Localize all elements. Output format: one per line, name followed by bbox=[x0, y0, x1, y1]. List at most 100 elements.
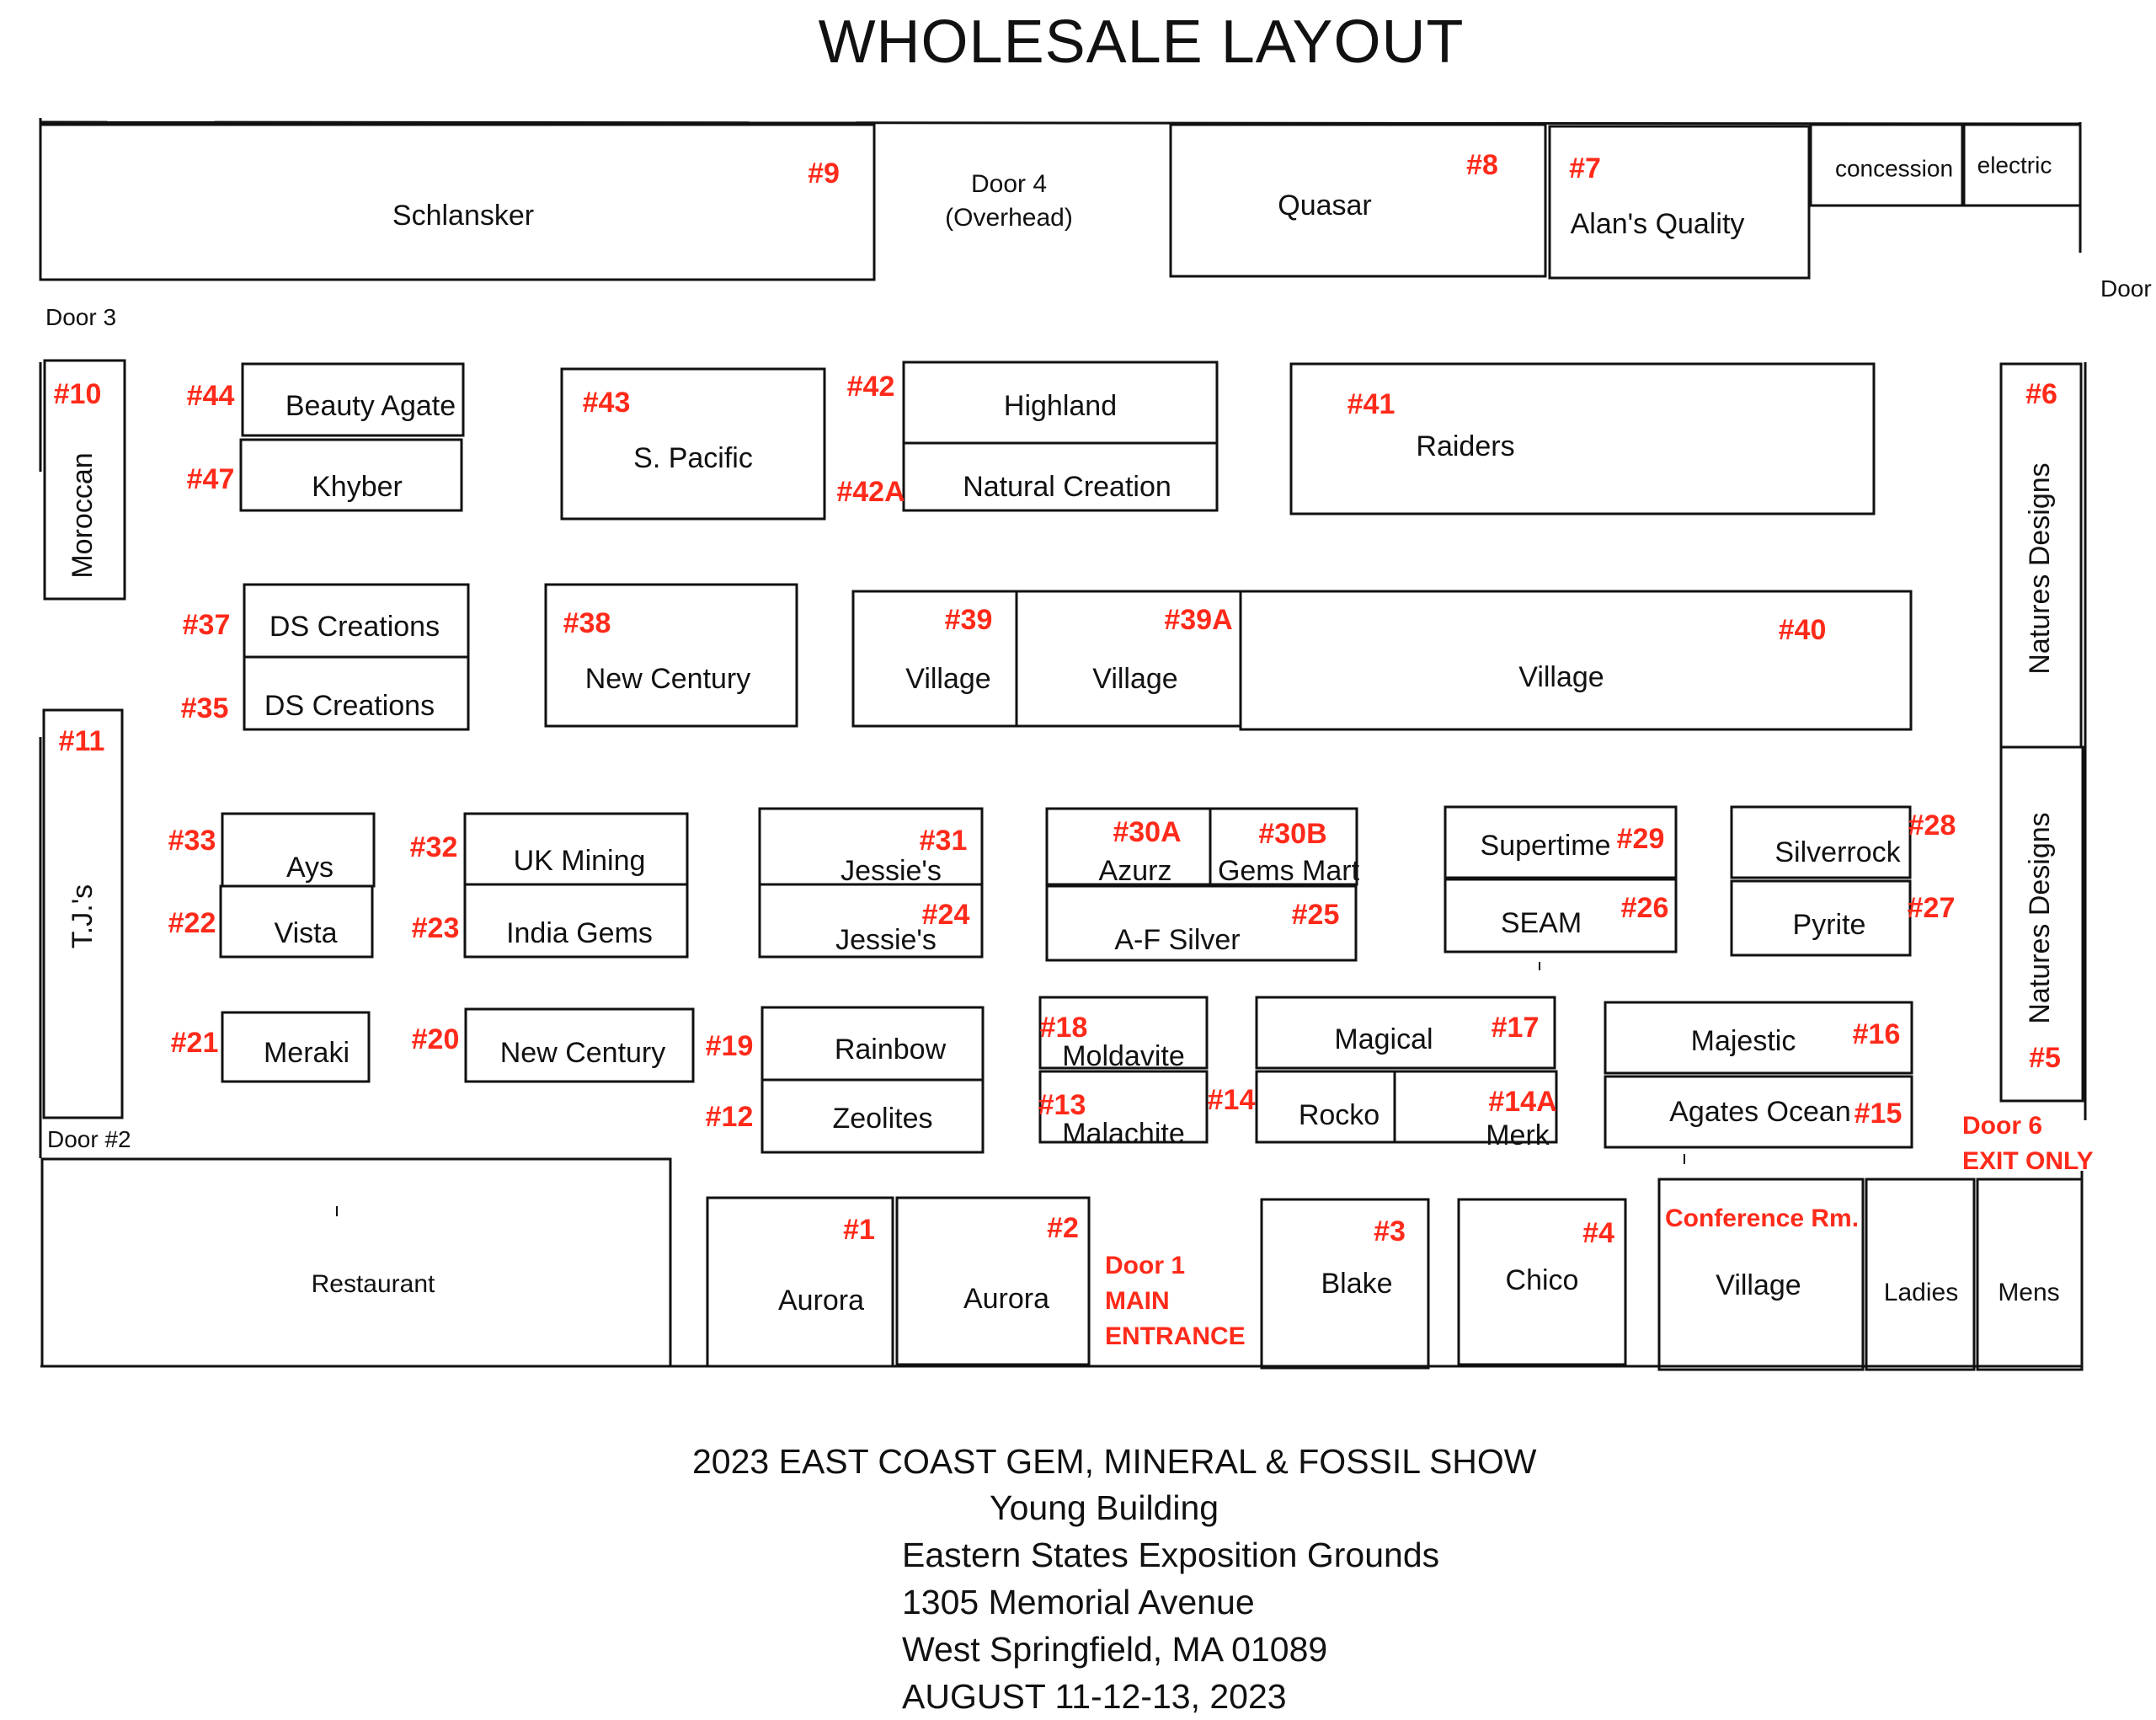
booth-number: #42 bbox=[847, 371, 895, 403]
booth-name: Mens bbox=[1998, 1279, 2059, 1306]
booth-jessie-s-31: Jessie's#31 bbox=[758, 807, 984, 887]
booth-name: Village bbox=[1716, 1269, 1801, 1301]
booth-ladies: Ladies bbox=[1865, 1178, 1976, 1371]
booth-outline bbox=[1038, 1070, 1209, 1144]
booth-outline bbox=[758, 883, 984, 959]
booth-number: #40 bbox=[1779, 614, 1827, 646]
booth-name: Supertime bbox=[1481, 830, 1611, 862]
booth-raiders-41: Raiders#41 bbox=[1289, 362, 1876, 515]
door6-label-line1: Door 6 bbox=[1962, 1112, 2042, 1140]
booth-zeolites-12: Zeolites#12 bbox=[706, 1078, 985, 1154]
booth-agates-ocean-15: Agates Ocean#15 bbox=[1604, 1075, 1913, 1149]
booth-outline bbox=[1260, 1198, 1430, 1370]
booth-name: New Century bbox=[585, 663, 751, 695]
booth-moldavite-18: Moldavite#18 bbox=[1038, 996, 1209, 1072]
booth-new-century-38: New Century#38 bbox=[544, 583, 798, 728]
door1-label-line3: ENTRANCE bbox=[1105, 1322, 1246, 1350]
booth-number: #41 bbox=[1348, 388, 1396, 420]
booth-number: #10 bbox=[54, 378, 102, 410]
door2-label: Door #2 bbox=[47, 1126, 131, 1152]
booth-village-39: Village#39 bbox=[851, 590, 1018, 728]
booth-outline bbox=[1444, 878, 1678, 953]
booth-number: #14A bbox=[1488, 1086, 1556, 1118]
booth-name: Restaurant bbox=[312, 1270, 435, 1298]
building-name: Young Building bbox=[990, 1488, 1219, 1527]
booth-number: #3 bbox=[1374, 1215, 1406, 1247]
booth-number: #18 bbox=[1040, 1012, 1088, 1044]
east-door-label: Door bbox=[2100, 275, 2152, 302]
booth-outline bbox=[39, 123, 876, 281]
booth-number: #35 bbox=[181, 692, 229, 724]
booth-rocko-14: Rocko#14 bbox=[1208, 1070, 1396, 1144]
booth-outline bbox=[1169, 123, 1547, 278]
booth-number: #25 bbox=[1292, 899, 1340, 931]
booth-india-gems-23: India Gems #23 bbox=[412, 883, 689, 959]
booth-name: UK Mining bbox=[514, 845, 646, 877]
booth-alan-s-quality-7: Alan's Quality#7 bbox=[1548, 125, 1811, 280]
booth-name: Gems Mart bbox=[1218, 855, 1360, 887]
booth-outline bbox=[463, 883, 689, 959]
booth-name: Beauty Agate bbox=[286, 390, 456, 422]
booth-name: S. Pacific bbox=[633, 442, 753, 474]
booth-khyber-47: Khyber#47 bbox=[187, 438, 463, 512]
booth-majestic-16: Majestic#16 bbox=[1604, 1001, 1913, 1075]
booth-natural-creation-42a: Natural Creation #42A bbox=[836, 441, 1219, 512]
booth-number: #7 bbox=[1569, 152, 1601, 184]
booth-number: #21 bbox=[171, 1027, 219, 1059]
booth-outline bbox=[760, 1078, 985, 1154]
booth-name: Natural Creation bbox=[963, 471, 1171, 503]
booth-outline bbox=[1548, 125, 1811, 280]
booth-t-j-s-11: T.J.'s#11 bbox=[42, 708, 124, 1119]
booth-uk-mining-32: UK Mining#32 bbox=[410, 812, 689, 886]
booth-magical-17: Magical#17 bbox=[1255, 996, 1556, 1070]
booth-outline bbox=[1045, 884, 1358, 962]
booth-outline bbox=[706, 1196, 894, 1368]
booth-number: #47 bbox=[187, 463, 235, 495]
booth-number: #1 bbox=[843, 1214, 875, 1246]
booth-restaurant: Restaurant bbox=[40, 1157, 672, 1368]
booth-outline bbox=[544, 583, 798, 728]
booth-chico-4: Chico#4 bbox=[1457, 1198, 1627, 1366]
booth-outline bbox=[902, 441, 1219, 512]
booth-name: Ays bbox=[286, 852, 334, 884]
booth-name: Azurz bbox=[1099, 855, 1172, 887]
booth-number: #19 bbox=[706, 1030, 754, 1062]
booth-quasar-8: Quasar#8 bbox=[1169, 123, 1547, 278]
booth-gems-mart-30b: Gems Mart#30B bbox=[1209, 807, 1360, 887]
booth-outline bbox=[1809, 123, 1964, 207]
booth-outline bbox=[1209, 807, 1358, 886]
booth-name: Vista bbox=[275, 917, 338, 949]
booth-s-pacific-43: S. Pacific#43 bbox=[560, 367, 826, 521]
booth-outline bbox=[243, 655, 470, 731]
booth-name: A-F Silver bbox=[1114, 924, 1240, 956]
booth-name: DS Creations bbox=[264, 690, 435, 722]
booth-name: concession bbox=[1835, 155, 1953, 181]
booth-name: Rocko bbox=[1299, 1099, 1380, 1131]
booth-natures-designs-6: Natures Designs#6 bbox=[1999, 362, 2083, 749]
booth-outline bbox=[895, 1196, 1091, 1366]
booth-outline bbox=[1962, 123, 2082, 207]
booth-number: #23 bbox=[412, 912, 460, 944]
booth-name: SEAM bbox=[1501, 907, 1582, 939]
booth-name: Moroccan bbox=[67, 452, 99, 578]
door3-label: Door 3 bbox=[45, 304, 116, 330]
booth-outline bbox=[1255, 996, 1556, 1070]
booth-name: DS Creations bbox=[270, 611, 440, 643]
booth-name: Jessie's bbox=[835, 924, 937, 956]
booth-number: #39 bbox=[945, 604, 993, 636]
booth-number: #6 bbox=[2025, 378, 2057, 410]
booth-number: #22 bbox=[168, 907, 216, 939]
booth-silverrock-28: Silverrock#28 bbox=[1730, 805, 1956, 879]
booth-ds-creations-35: DS Creations #35 bbox=[181, 655, 470, 731]
booth-number: #42A bbox=[836, 476, 905, 508]
booth-name: Village bbox=[1518, 661, 1604, 693]
booth-village-40: Village #40 bbox=[1239, 590, 1913, 731]
door1-label-line1: Door 1 bbox=[1105, 1252, 1185, 1279]
booth-number: #17 bbox=[1492, 1012, 1540, 1044]
booth-concession: concession bbox=[1809, 123, 1964, 207]
booth-outline bbox=[42, 708, 124, 1119]
booth-outline bbox=[239, 438, 463, 512]
booth-number: #37 bbox=[183, 609, 231, 641]
booth-name: India Gems bbox=[506, 917, 653, 949]
